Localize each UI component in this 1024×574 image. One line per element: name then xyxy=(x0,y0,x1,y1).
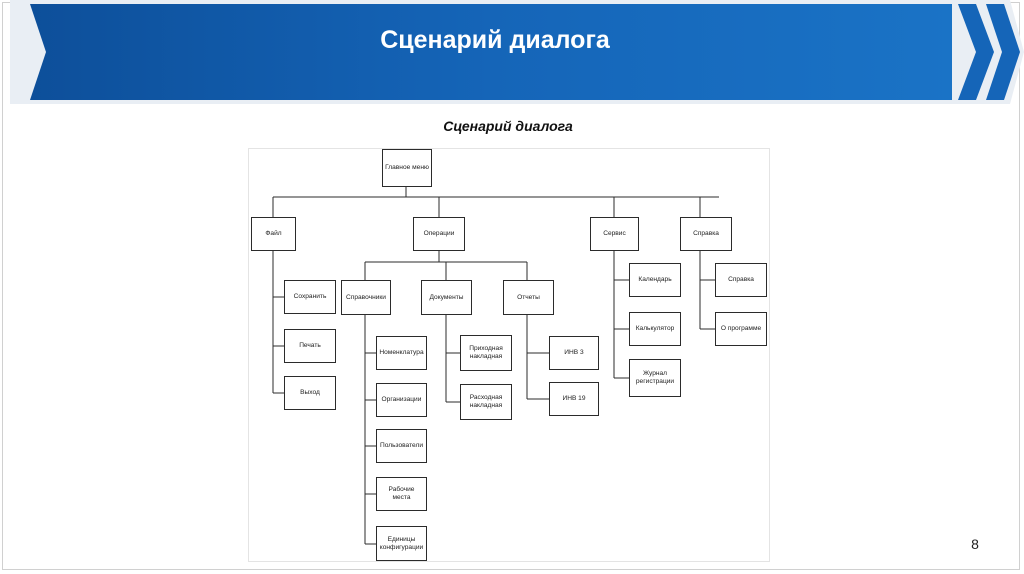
node-ref-users: Пользователи xyxy=(376,429,427,463)
page-number: 8 xyxy=(971,536,979,552)
node-group-documents: Документы xyxy=(421,280,472,315)
slide-title: Сценарий диалога xyxy=(380,26,610,54)
node-report-inv19: ИНВ 19 xyxy=(549,382,599,416)
node-file-save: Сохранить xyxy=(284,280,336,314)
node-menu-help: Справка xyxy=(680,217,732,251)
diagram-heading: Сценарий диалога xyxy=(443,118,573,134)
node-ref-organizations: Организации xyxy=(376,383,427,417)
node-menu-service: Сервис xyxy=(590,217,639,251)
node-service-calculator: Калькулятор xyxy=(629,312,681,346)
node-doc-incoming: Приходная накладная xyxy=(460,335,512,371)
header-banner xyxy=(0,0,1024,104)
header-chevron-1 xyxy=(958,4,994,100)
node-service-calendar: Календарь xyxy=(629,263,681,297)
node-help-about: О программе xyxy=(715,312,767,346)
header-blue-band xyxy=(30,4,952,100)
node-menu-file: Файл xyxy=(251,217,296,251)
node-report-inv3: ИНВ 3 xyxy=(549,336,599,370)
node-group-references: Справочники xyxy=(341,280,391,315)
node-menu-operations: Операции xyxy=(413,217,465,251)
connector-lines xyxy=(272,187,719,545)
node-service-log: Журнал регистрации xyxy=(629,359,681,397)
node-ref-workplaces: Рабочие места xyxy=(376,477,427,511)
node-root: Главное меню xyxy=(382,149,432,187)
header-chevron-2 xyxy=(986,4,1020,100)
node-file-exit: Выход xyxy=(284,376,336,410)
node-help-help: Справка xyxy=(715,263,767,297)
node-group-reports: Отчеты xyxy=(503,280,554,315)
node-file-print: Печать xyxy=(284,329,336,363)
node-ref-nomenclature: Номенклатура xyxy=(376,336,427,370)
menu-tree-diagram: Главное меню Файл Операции Сервис Справк… xyxy=(248,148,770,562)
node-ref-config-units: Единицы конфигурации xyxy=(376,526,427,561)
node-doc-outgoing: Расходная накладная xyxy=(460,384,512,420)
